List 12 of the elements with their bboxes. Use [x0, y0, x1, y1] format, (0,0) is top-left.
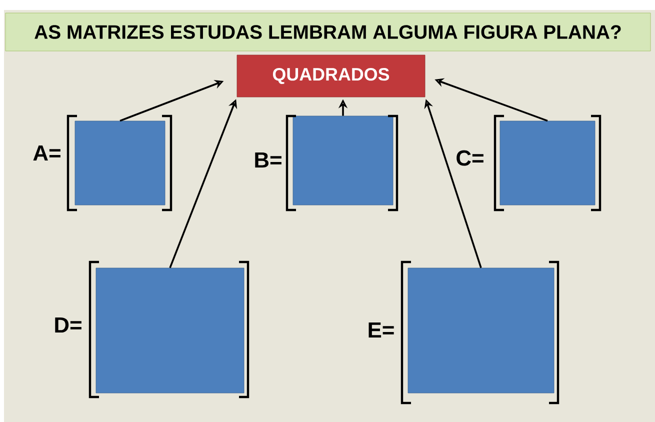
matrix-name: B=: [255, 152, 282, 168]
label-box: QUADRADOS: [236, 54, 426, 98]
matrix-name: E=: [368, 322, 394, 338]
square: [500, 120, 596, 206]
square: [292, 116, 394, 206]
matrix-name: C=: [456, 150, 484, 166]
square: [74, 120, 166, 206]
square: [96, 268, 244, 394]
title-banner: AS MATRIZES ESTUDAS LEMBRAM ALGUMA FIGURA PLANA?: [5, 12, 651, 52]
square: [408, 268, 554, 394]
matrix-name: A=: [33, 145, 60, 161]
matrix-name: D=: [55, 317, 82, 333]
